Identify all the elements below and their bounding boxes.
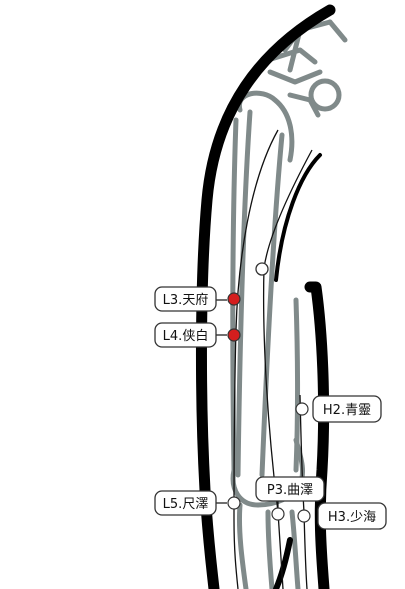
arm-outline-top-right (274, 153, 322, 282)
label-l4: L4.侠白 (154, 322, 217, 348)
label-h3-text: H3.少海 (328, 510, 376, 525)
humerus-lateral (230, 117, 239, 473)
label-l3-text: L3.天府 (163, 293, 209, 308)
label-h2: H2.青靈 (312, 395, 382, 423)
label-h3-box (317, 502, 387, 530)
label-l5-box (154, 490, 217, 516)
acupoint-h2 (295, 402, 309, 416)
arm-outline-medial (304, 281, 330, 589)
acupoint-l4 (227, 328, 241, 342)
pericardium-point-marker (255, 262, 269, 276)
label-h2-text: H2.青靈 (323, 403, 371, 418)
label-l5: L5.尺澤 (154, 490, 217, 516)
acupoint-p3 (271, 507, 285, 521)
forearm-fragment (273, 537, 293, 589)
acromion-bone (308, 78, 342, 112)
label-p3-text: P3.曲澤 (267, 483, 313, 498)
acupoints (227, 292, 311, 523)
humerus-shaft-inner (259, 132, 285, 478)
lung-meridian-line (233, 129, 279, 589)
label-h2-box (312, 395, 382, 423)
pericardium-meridian-line (262, 149, 313, 589)
label-l3: L3.天府 (154, 286, 217, 312)
label-l3-box (154, 286, 217, 312)
label-l4-box (154, 322, 217, 348)
humerus-shaft (235, 109, 253, 478)
acupoint-l5 (227, 496, 241, 510)
label-p3: P3.曲澤 (255, 476, 325, 502)
medial-epicondyle (293, 297, 300, 473)
label-h3: H3.少海 (317, 502, 387, 530)
acupoint-l3 (227, 292, 241, 306)
forearm-bone-right (289, 509, 301, 589)
label-l5-text: L5.尺澤 (163, 497, 209, 512)
label-l4-text: L4.侠白 (163, 328, 209, 344)
ulna-bone (265, 509, 275, 589)
bones (230, 19, 348, 589)
radius-bone (236, 502, 249, 589)
clavicle-bone (327, 19, 348, 43)
acupoint-h3 (297, 509, 311, 523)
label-p3-box (255, 476, 325, 502)
coracoid-bone (287, 92, 321, 118)
